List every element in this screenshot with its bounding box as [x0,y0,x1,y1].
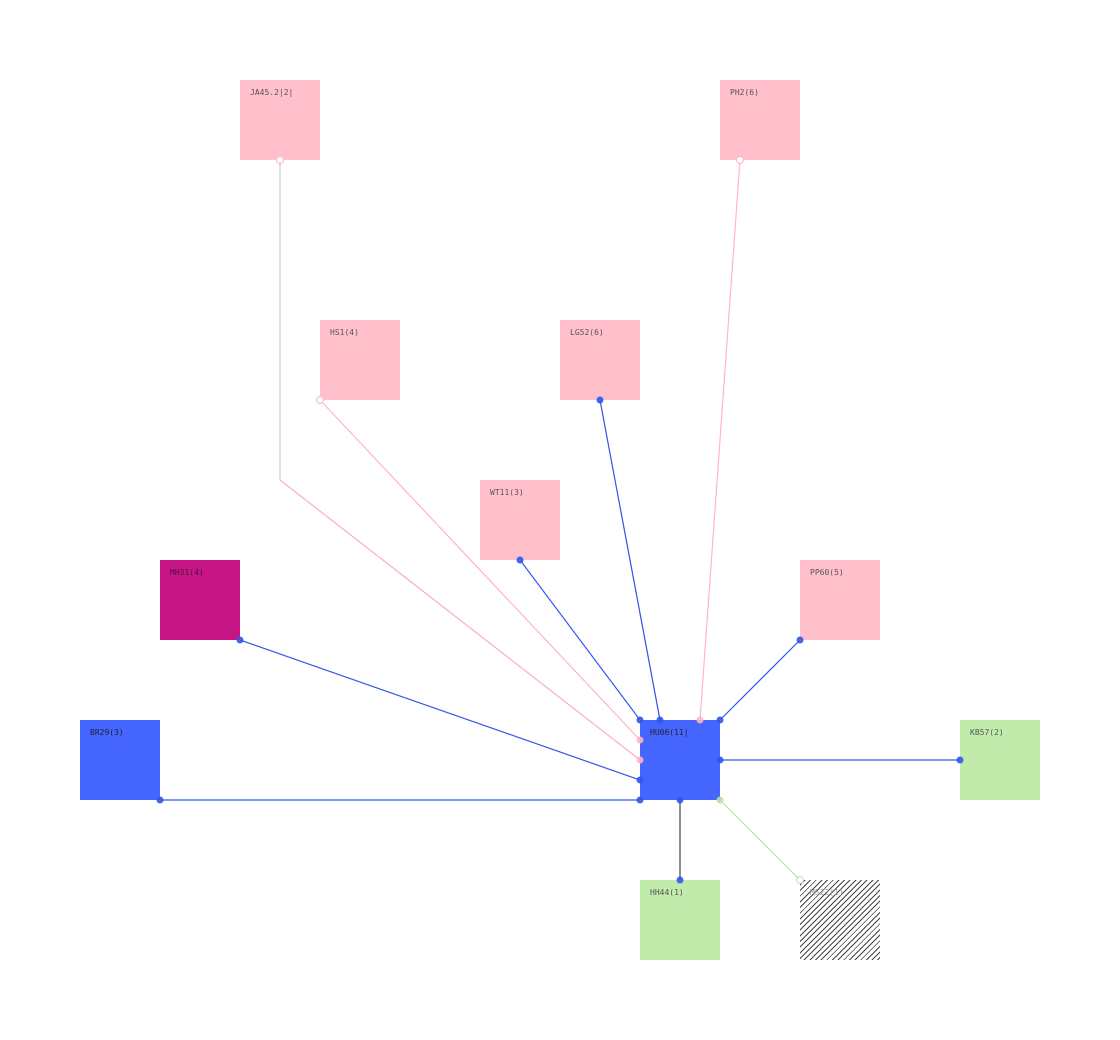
node-label: MS22(1) [810,888,844,897]
node-label: HU06(11| [650,728,689,737]
node-label: LG52(6) [570,328,604,337]
edge-wt11-hu06[interactable] [519,559,641,721]
node-ja45[interactable]: JA45.2|2| [240,80,320,160]
edge-lg52-hu06[interactable] [599,399,661,721]
edge-pp60-hu06[interactable] [719,639,801,721]
node-ph2[interactable]: PH2(6) [720,80,800,160]
node-label: WT11(3) [490,488,524,497]
node-wt11[interactable]: WT11(3) [480,480,560,560]
edge-ph2-hu06[interactable] [699,159,741,721]
edge-ja45-hu06[interactable] [279,160,641,761]
node-label: MH31(4) [170,568,204,577]
edge-mh31-hu06[interactable] [239,639,641,781]
node-hs1[interactable]: HS1(4) [320,320,400,400]
node-label: HS1(4) [330,328,359,337]
node-pp60[interactable]: PP60(5) [800,560,880,640]
node-kb57[interactable]: KB57(2) [960,720,1040,800]
node-label: JA45.2|2| [250,88,294,97]
node-hh44[interactable]: HH44(1) [640,880,720,960]
node-hu06[interactable]: HU06(11| [640,720,720,800]
node-label: PH2(6) [730,88,759,97]
edge-ms22-hu06[interactable] [719,799,801,881]
edge-segment [279,479,641,761]
node-ms22[interactable]: MS22(1) [800,880,880,960]
node-mh31[interactable]: MH31(4) [160,560,240,640]
node-label: KB57(2) [970,728,1004,737]
node-label: PP60(5) [810,568,844,577]
node-label: BR29(3) [90,728,124,737]
node-label: HH44(1) [650,888,684,897]
edge-hs1-hu06[interactable] [319,399,641,741]
node-br29[interactable]: BR29(3) [80,720,160,800]
node-lg52[interactable]: LG52(6) [560,320,640,400]
